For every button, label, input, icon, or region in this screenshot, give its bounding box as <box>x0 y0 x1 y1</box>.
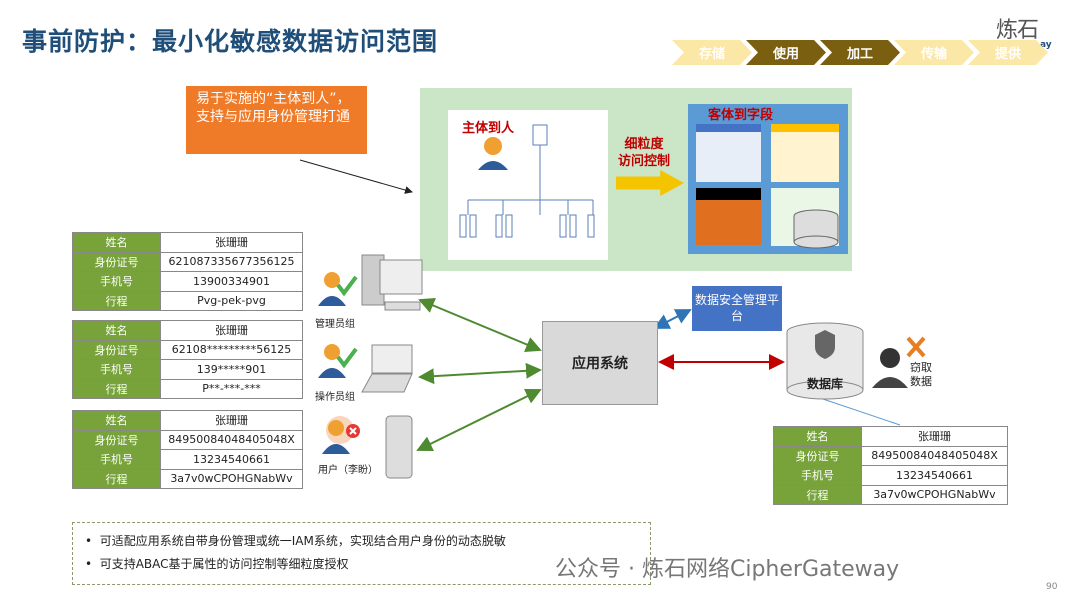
cell-key: 身份证号 <box>72 251 161 272</box>
thief-icon <box>872 336 926 388</box>
page-title: 事前防护：最小化敏感数据访问范围 <box>22 27 439 56</box>
cell-value: 张珊珊 <box>160 410 303 431</box>
cell-key: 手机号 <box>72 449 161 470</box>
cell-key: 行程 <box>72 290 161 311</box>
admin-icon <box>318 272 358 306</box>
user-label: 用户（李盼） <box>318 465 378 476</box>
cell-value: P**-***-*** <box>160 378 303 399</box>
page-number: 90 <box>1046 582 1058 592</box>
note-text: 可支持ABAC基于属性的访问控制等细粒度授权 <box>99 557 349 571</box>
cell-key: 行程 <box>72 468 161 489</box>
cell-key: 姓名 <box>72 232 161 253</box>
object-label: 客体到字段 <box>708 108 774 123</box>
cell-value: 84950084048405048X <box>160 429 303 450</box>
operator-icon <box>318 344 358 378</box>
user-link <box>416 388 542 452</box>
stage-transfer: 传输 <box>894 40 974 65</box>
database-icon <box>786 322 864 400</box>
cell-value: 张珊珊 <box>160 232 303 253</box>
stage-storage: 存储 <box>672 40 752 65</box>
fine-grained-label: 细粒度访问控制 <box>618 136 670 170</box>
app-system-box: 应用系统 <box>542 321 658 405</box>
security-platform-box: 数据安全管理平台 <box>692 286 782 331</box>
field-grid-image <box>688 104 848 254</box>
notes-box: • 可适配应用系统自带身份管理或统一IAM系统，实现结合用户身份的动态脱敏 • … <box>72 522 651 585</box>
cell-key: 身份证号 <box>72 429 161 450</box>
cell-key: 身份证号 <box>773 445 862 466</box>
note-item: • 可支持ABAC基于属性的访问控制等细粒度授权 <box>85 557 349 571</box>
database-label: 数据库 <box>807 377 844 391</box>
admin-group-label: 管理员组 <box>315 319 355 330</box>
stage-provide: 提供 <box>968 40 1048 65</box>
cell-value: Pvg-pek-pvg <box>160 290 303 311</box>
logo: 炼石 <box>996 18 1039 43</box>
stage-process: 加工 <box>820 40 900 65</box>
admin-link <box>418 298 542 352</box>
callout-arrow <box>299 159 413 194</box>
cell-key: 姓名 <box>72 320 161 341</box>
subject-label: 主体到人 <box>462 121 515 136</box>
org-chart-icon <box>459 124 595 238</box>
cell-key: 手机号 <box>773 465 862 486</box>
operator-group-label: 操作员组 <box>315 392 355 403</box>
note-text: 可适配应用系统自带身份管理或统一IAM系统，实现结合用户身份的动态脱敏 <box>99 534 506 548</box>
cell-value: 13234540661 <box>861 465 1008 486</box>
cell-value: 62108*********56125 <box>160 339 303 360</box>
fine-line-2: 访问控制 <box>618 154 671 169</box>
stage-use: 使用 <box>746 40 826 65</box>
platform-link <box>653 309 692 329</box>
laptop-icon <box>361 344 413 393</box>
note-item: • 可适配应用系统自带身份管理或统一IAM系统，实现结合用户身份的动态脱敏 <box>85 534 506 548</box>
cell-value: 84950084048405048X <box>861 445 1008 466</box>
cell-value: 13234540661 <box>160 449 303 470</box>
computer-icon <box>361 254 423 311</box>
cell-key: 行程 <box>72 378 161 399</box>
cell-value: 张珊珊 <box>861 426 1008 447</box>
cell-value: 13900334901 <box>160 271 303 292</box>
fine-line-1: 细粒度 <box>624 137 664 152</box>
theft-label: 窃取数据 <box>910 361 932 388</box>
cell-value: 3a7v0wCPOHGNabWv <box>861 484 1008 505</box>
org-chart-image <box>448 110 608 260</box>
callout-box: 易于实施的“主体到人”，支持与应用身份管理打通 <box>186 86 367 154</box>
phone-icon <box>385 415 413 479</box>
cell-key: 手机号 <box>72 271 161 292</box>
cell-value: 139*****901 <box>160 359 303 380</box>
cell-key: 手机号 <box>72 359 161 380</box>
field-tables-icon <box>696 124 839 249</box>
cell-value: 3a7v0wCPOHGNabWv <box>160 468 303 489</box>
watermark: 公众号 · 炼石网络CipherGateway <box>555 557 900 582</box>
cell-key: 姓名 <box>72 410 161 431</box>
cell-key: 行程 <box>773 484 862 505</box>
cell-value: 621087335677356125 <box>160 251 303 272</box>
logo-sub: ay <box>1040 40 1052 50</box>
user-icon <box>322 416 360 454</box>
operator-link <box>418 362 542 385</box>
cell-value: 张珊珊 <box>160 320 303 341</box>
cell-key: 姓名 <box>773 426 862 447</box>
cell-key: 身份证号 <box>72 339 161 360</box>
